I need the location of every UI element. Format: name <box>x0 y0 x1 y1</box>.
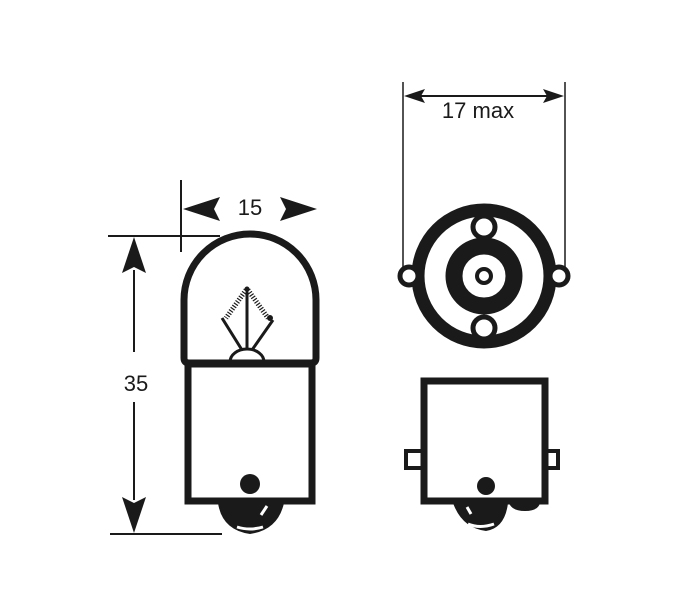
pin-left <box>397 264 421 288</box>
dimension-height-label: 35 <box>124 371 148 396</box>
pin-right <box>547 264 571 288</box>
base-view <box>404 377 560 531</box>
dimension-height: 35 <box>108 235 222 535</box>
pin-bottom <box>470 314 498 342</box>
solder-contact <box>453 503 540 531</box>
dimension-max-width-label: 17 max <box>442 98 514 123</box>
solder-contact <box>218 503 284 534</box>
dimension-max-width: 17 max <box>404 89 564 123</box>
dimension-width: 15 <box>180 180 317 252</box>
filament-icon <box>220 286 275 363</box>
bayonet-pin <box>240 474 260 494</box>
dimension-width-label: 15 <box>238 195 262 220</box>
bayonet-pin <box>477 477 495 495</box>
pin-top <box>470 213 498 241</box>
side-view: 15 35 <box>108 180 320 535</box>
glass-dome <box>180 230 320 367</box>
center-contact <box>475 267 493 285</box>
bottom-view: 17 max <box>397 82 571 349</box>
